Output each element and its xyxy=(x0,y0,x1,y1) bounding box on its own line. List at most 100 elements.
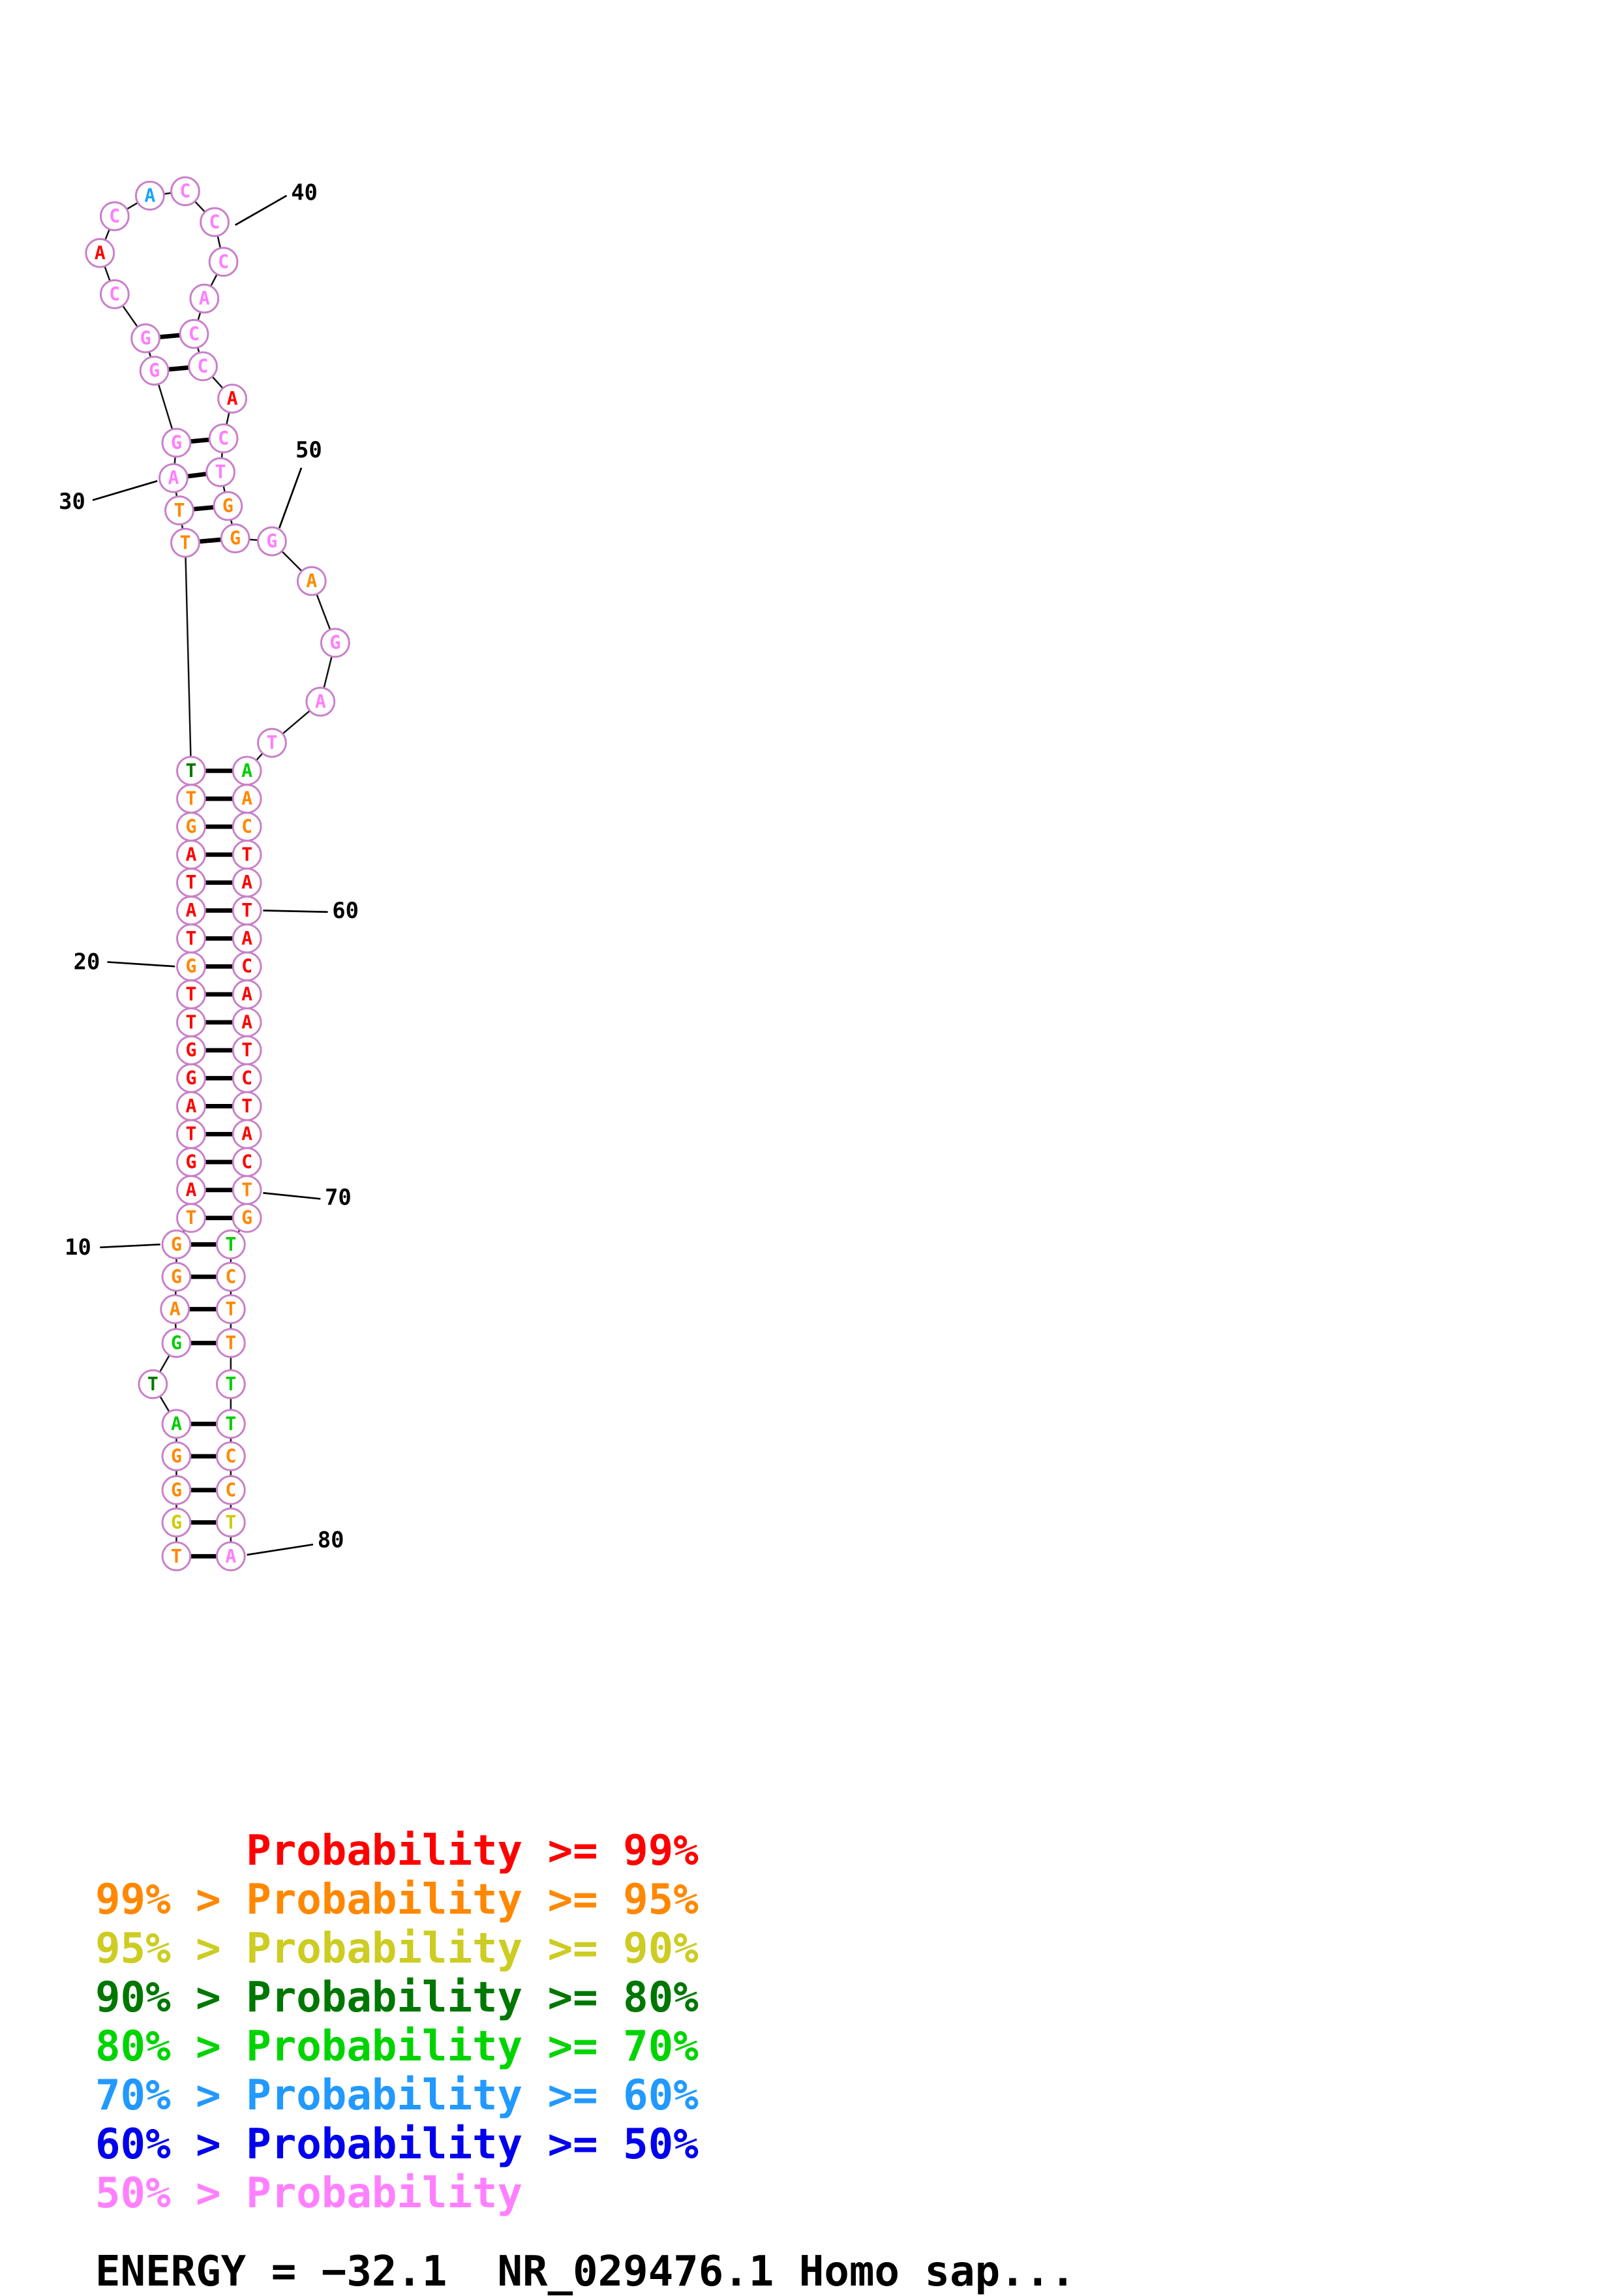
nucleotide-letter-48: G xyxy=(230,528,241,549)
nucleotide-circle-76 xyxy=(215,1409,246,1439)
nucleotide-letter-63: A xyxy=(241,1011,252,1033)
nucleotide-letter-28: T xyxy=(179,532,190,553)
nucleotide-circle-6 xyxy=(138,1369,168,1400)
nucleotide-circle-29 xyxy=(164,495,194,526)
position-label-80: 80 xyxy=(318,1527,344,1553)
nucleotide-letter-16: G xyxy=(185,1067,196,1089)
nucleotide-circle-77 xyxy=(215,1441,246,1471)
nucleotide-circle-74 xyxy=(215,1328,246,1358)
nucleotide-circle-10 xyxy=(161,1229,192,1260)
nucleotide-letter-56: C xyxy=(241,816,252,838)
position-label-20: 20 xyxy=(74,949,100,975)
nucleotide-circle-49 xyxy=(257,526,287,557)
nucleotide-circle-45 xyxy=(208,423,239,453)
nucleotide-circle-78 xyxy=(215,1475,246,1505)
nucleotide-letter-39: C xyxy=(209,211,220,233)
legend-line-below-50: 50% > Probability xyxy=(95,2169,523,2218)
nucleotide-circle-32 xyxy=(139,356,170,386)
nucleotide-letter-13: G xyxy=(185,1152,196,1173)
nucleotide-letter-34: C xyxy=(109,283,120,305)
nucleotide-letter-20: G xyxy=(185,956,196,977)
nucleotide-letter-32: G xyxy=(149,360,160,382)
nucleotide-circle-70 xyxy=(232,1202,262,1233)
nucleotide-circle-46 xyxy=(205,457,235,487)
nucleotide-letter-76: T xyxy=(225,1413,236,1435)
nucleotide-circle-47 xyxy=(213,491,243,521)
nucleotide-letter-10: G xyxy=(171,1234,182,1255)
nucleotide-circle-51 xyxy=(320,628,350,658)
nucleotide-letter-14: T xyxy=(185,1124,196,1145)
nucleotide-letter-40: C xyxy=(218,251,229,273)
nucleotide-letter-75: T xyxy=(225,1373,236,1395)
nucleotide-letter-18: T xyxy=(185,1011,196,1033)
nucleotide-circle-43 xyxy=(188,351,218,382)
nucleotide-circle-7 xyxy=(161,1328,192,1358)
nucleotide-circle-39 xyxy=(200,207,230,237)
nucleotide-letter-67: A xyxy=(241,1124,252,1145)
nucleotide-letter-11: T xyxy=(185,1207,196,1229)
nucleotide-letter-2: G xyxy=(171,1512,182,1533)
nucleotide-circle-31 xyxy=(161,427,192,458)
nucleotide-circle-42 xyxy=(179,318,209,349)
nucleotide-letter-49: G xyxy=(266,530,277,552)
nucleotide-letter-12: A xyxy=(185,1179,196,1201)
position-label-line-20 xyxy=(107,961,175,968)
nucleotide-circle-38 xyxy=(170,176,200,206)
nucleotide-letter-19: T xyxy=(185,984,196,1005)
nucleotide-letter-54: A xyxy=(241,760,252,782)
nucleotide-letter-22: A xyxy=(185,900,196,921)
nucleotide-circle-75 xyxy=(215,1369,246,1400)
nucleotide-circle-79 xyxy=(215,1507,246,1538)
nucleotide-letter-36: C xyxy=(109,206,120,227)
nucleotide-letter-50: A xyxy=(306,570,317,592)
legend-line-60: 70% > Probability >= 60% xyxy=(95,2072,699,2120)
nucleotide-circle-1 xyxy=(161,1541,192,1572)
nucleotide-letter-42: C xyxy=(189,323,200,344)
nucleotide-letter-29: T xyxy=(174,500,185,521)
position-label-60: 60 xyxy=(332,898,359,923)
nucleotide-letter-30: A xyxy=(168,467,179,489)
nucleotide-circle-27 xyxy=(176,756,206,786)
nucleotide-letter-26: T xyxy=(185,788,196,810)
position-label-70: 70 xyxy=(325,1184,352,1210)
nucleotide-letter-41: A xyxy=(199,288,210,309)
nucleotide-letter-58: A xyxy=(241,872,252,893)
nucleotide-letter-7: G xyxy=(171,1332,182,1354)
nucleotide-letter-46: T xyxy=(215,461,226,483)
nucleotide-letter-53: T xyxy=(266,732,277,754)
nucleotide-letter-71: T xyxy=(225,1234,236,1255)
probability-legend: Probability >= 99% 99% > Probability >= … xyxy=(95,1827,699,2218)
position-label-line-40 xyxy=(234,194,288,226)
nucleotide-circle-71 xyxy=(215,1229,246,1260)
nucleotide-circle-41 xyxy=(189,283,220,314)
nucleotide-letter-1: T xyxy=(171,1546,182,1567)
nucleotide-circle-9 xyxy=(161,1262,192,1292)
nucleotide-letter-45: C xyxy=(218,427,229,449)
nucleotide-letter-60: A xyxy=(241,928,252,949)
nucleotide-circle-40 xyxy=(208,247,239,277)
legend-line-99: Probability >= 99% xyxy=(95,1827,699,1875)
position-label-50: 50 xyxy=(295,437,322,463)
nucleotide-letter-25: G xyxy=(185,816,196,838)
nucleotide-letter-68: C xyxy=(241,1152,252,1173)
nucleotide-letter-59: T xyxy=(241,900,252,921)
nucleotide-letter-15: A xyxy=(185,1095,196,1117)
nucleotide-letter-64: T xyxy=(241,1039,252,1061)
nucleotide-letter-38: C xyxy=(179,181,190,202)
position-label-line-10 xyxy=(100,1243,160,1249)
nucleotide-letter-55: A xyxy=(241,788,252,810)
nucleotide-circle-34 xyxy=(99,279,130,309)
nucleotide-letter-47: G xyxy=(222,495,234,517)
nucleotide-circle-48 xyxy=(220,523,250,554)
nucleotide-letter-31: G xyxy=(171,432,182,453)
nucleotide-letter-27: T xyxy=(185,760,196,782)
nucleotide-letter-9: G xyxy=(171,1266,182,1287)
nucleotide-letter-57: T xyxy=(241,844,252,865)
nucleotide-letter-52: A xyxy=(315,691,326,712)
nucleotide-circle-73 xyxy=(215,1294,246,1324)
nucleotide-letter-77: C xyxy=(225,1445,236,1467)
nucleotide-circle-53 xyxy=(257,727,287,758)
nucleotide-letter-70: G xyxy=(241,1207,252,1229)
position-label-line-80 xyxy=(247,1543,314,1556)
